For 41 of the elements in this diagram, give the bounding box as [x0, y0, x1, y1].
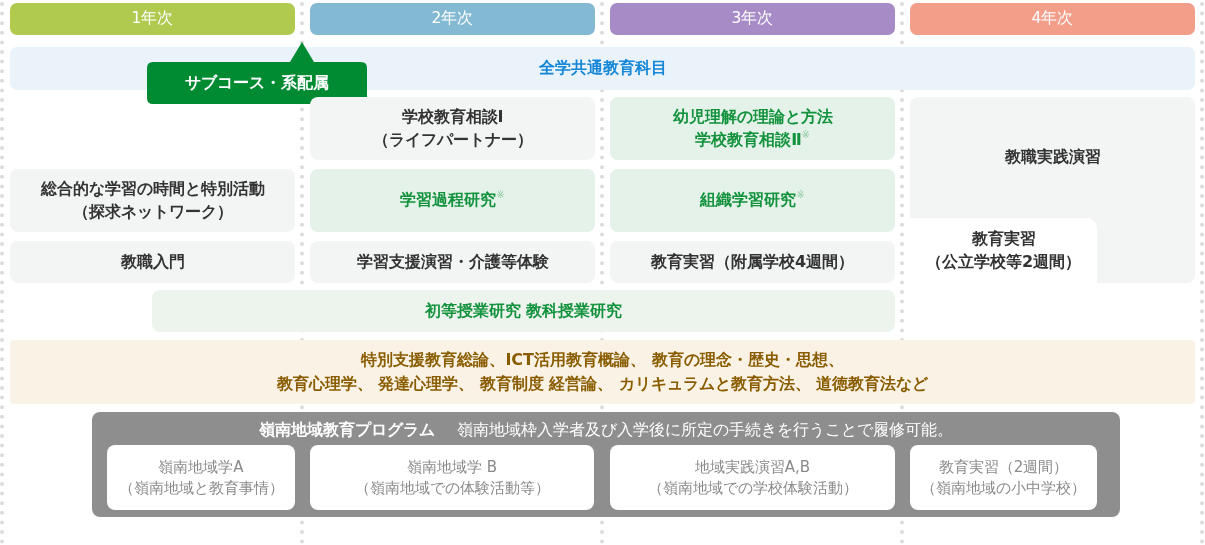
course-title: 初等授業研究 教科授業研究 [424, 299, 623, 322]
course-list: 特別支援教育総論、ICT活用教育概論、 教育の理念・歴史・思想、 [361, 348, 844, 372]
course-title: 教育実習（附属学校4週間） [650, 250, 855, 273]
year-header [610, 3, 895, 35]
subject-band [10, 340, 1195, 404]
course-title: 総合的な学習の時間と特別活動（探求ネットワーク） [39, 178, 266, 223]
course-title: 教職入門 [120, 250, 185, 273]
course-box [310, 97, 595, 160]
callout-text: サブコース・系配属 [185, 71, 329, 94]
course-title: 幼児理解の理論と方法 [672, 106, 833, 129]
year-header [310, 3, 595, 35]
course-box [310, 169, 595, 232]
course-title: 学習支援演習・介護等体験 [356, 250, 549, 273]
course-title: 教職実践演習 [1004, 146, 1101, 169]
course-title: 嶺南地域学 B（嶺南地域での体験活動等） [353, 456, 551, 499]
course-list: 教育心理学、 発達心理学、 教育制度 経営論、 カリキュラムと教育方法、 道徳教育法など [276, 372, 929, 396]
course-box [610, 169, 895, 232]
year-header [10, 3, 295, 35]
year-label: 1年次 [131, 8, 174, 30]
course-title: 学校教育相談Ⅰ（ライフパートナー） [371, 106, 534, 151]
year-label: 3年次 [731, 8, 774, 30]
course-box [610, 97, 895, 160]
course-title: 教育実習（公立学校等2週間） [924, 228, 1083, 273]
course-title: 教育実習（2週間）（嶺南地域の小中学校） [920, 456, 1087, 499]
program-title: 嶺南地域教育プログラム [259, 419, 435, 441]
course-box [910, 445, 1097, 510]
course-title: 組織学習研究$^{※}$ [700, 189, 805, 212]
course-title: 嶺南地域学A（嶺南地域と教育事情） [117, 456, 285, 499]
course-title: 学校教育相談Ⅱ$^{※}$ [695, 128, 810, 151]
year-header [910, 3, 1195, 35]
course-title: 学習過程研究$^{※}$ [400, 189, 505, 212]
course-box [107, 445, 295, 510]
callout-bubble [147, 42, 367, 104]
program-note: 嶺南地域枠入学者及び入学後に所定の手続きを行うことで履修可能。 [457, 419, 953, 441]
band-title: 全学共通教育科目 [538, 57, 667, 80]
year-label: 2年次 [431, 8, 474, 30]
year-label: 4年次 [1031, 8, 1074, 30]
course-box [310, 445, 594, 510]
program-panel [92, 412, 1120, 517]
course-title: 地域実践演習A,B（嶺南地域での学校体験活動） [646, 456, 859, 499]
course-box [610, 445, 895, 510]
